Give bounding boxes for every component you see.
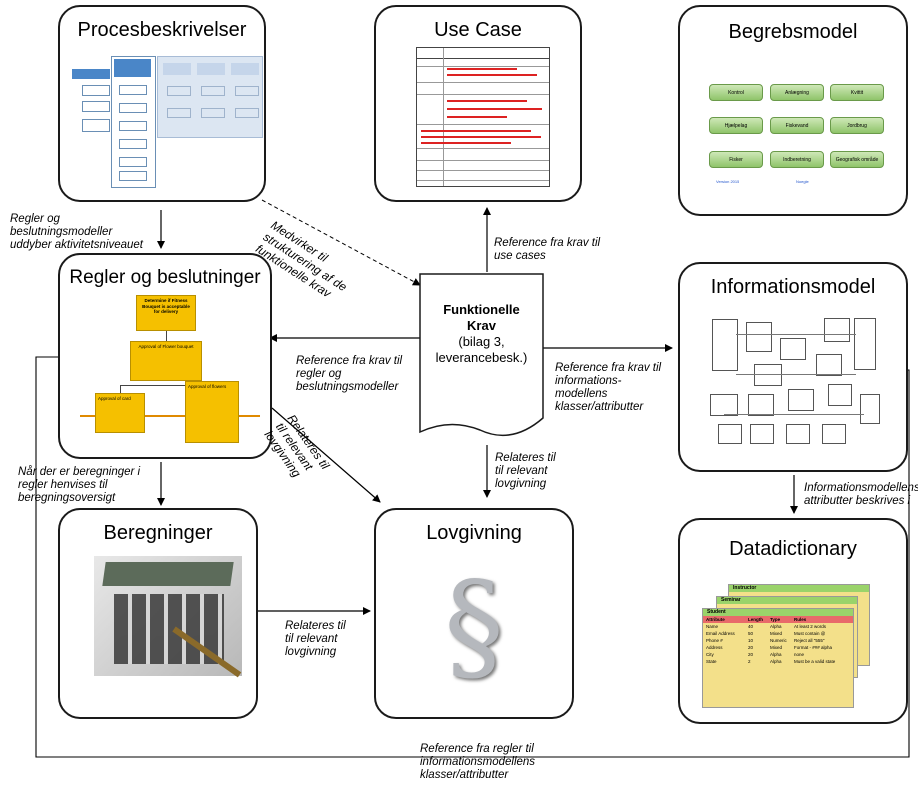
data-row: Phone # 10 Numeric Reject all "555": [703, 637, 853, 644]
begreb-link-2: Noegle: [796, 179, 809, 184]
data-cell: At least 2 words: [794, 624, 827, 629]
box-procesbeskrivelser: Procesbeskrivelser: [58, 5, 266, 202]
arrow-medvirker: [261, 199, 421, 286]
data-cell: Name: [706, 624, 719, 629]
regel-left: Approval of card: [95, 393, 145, 433]
regel-mid: Approval of Flower bouquet: [130, 341, 202, 381]
box-title: Use Case: [434, 19, 522, 41]
label-relateres-center: Relateres til til relevant lovgivning: [495, 452, 556, 490]
krav-title-1: Funktionelle: [443, 302, 520, 317]
regel-right: Approval of flowers: [185, 381, 239, 443]
begreb-link-1: Version 2015: [716, 179, 740, 184]
box-title: Regler og beslutninger: [69, 267, 261, 288]
table-student: Student: [703, 609, 853, 616]
paragraph-icon: §: [444, 557, 504, 696]
node-9: Geografisk område: [830, 151, 884, 168]
data-cell: 20: [748, 645, 754, 650]
table-instructor: Instructor: [729, 585, 869, 592]
arrow-regler-to-lov: [271, 407, 381, 503]
data-cell: 50: [748, 631, 754, 636]
data-cell: State: [706, 659, 717, 664]
regel-thumbnail: Determine if Fitness Bouquet is acceptab…: [80, 295, 265, 445]
box-title: Beregninger: [103, 522, 213, 544]
data-row: Name 40 Alpha At least 2 words: [703, 623, 853, 630]
data-cell: Reject all "555": [794, 638, 825, 643]
node-7: Fisker: [709, 151, 763, 168]
col-length: Length: [748, 617, 763, 622]
node-3: Kvittit: [830, 84, 884, 101]
calculator-image: [94, 556, 242, 678]
node-4: Hjælpelag: [709, 117, 763, 134]
label-ref-use-cases: Reference fra krav til use cases: [494, 237, 601, 262]
label-ref-regler: Reference fra krav til regler og beslutn…: [296, 355, 403, 393]
data-cell: 2: [748, 659, 751, 664]
data-cell: Alpha: [770, 624, 782, 629]
box-datadictionary: Datadictionary Instructor Seminar Studen…: [678, 518, 908, 724]
box-begrebsmodel: Begrebsmodel Kontrol Anlægning Kvittit H…: [678, 5, 908, 216]
label-ref-regler-info: Reference fra regler til informationsmod…: [420, 743, 536, 781]
krav-sub-2: leverancebesk.): [435, 350, 528, 365]
node-6: Jordbrug: [830, 117, 884, 134]
box-informationsmodel: Informationsmodel: [678, 262, 908, 472]
regel-top: Determine if Fitness Bouquet is acceptab…: [136, 295, 196, 331]
table-seminar: Seminar: [717, 597, 857, 604]
data-cell: 20: [748, 652, 754, 657]
data-row: City 20 Alpha none: [703, 651, 853, 658]
box-title: Lovgivning: [426, 522, 522, 544]
label-regler-beslut: Regler og beslutningsmodeller uddyber ak…: [10, 213, 143, 251]
usecase-thumbnail: [416, 47, 550, 187]
box-title: Datadictionary: [729, 538, 857, 560]
box-title: Procesbeskrivelser: [77, 19, 247, 41]
info-thumbnail: [704, 314, 882, 454]
process-thumbnail: [67, 51, 264, 191]
data-cell: none: [794, 652, 805, 657]
data-cell: Must be a valid state: [794, 659, 836, 664]
krav-sub-1: (bilag 3,: [458, 334, 505, 349]
data-cell: Format - ### alpha: [794, 645, 833, 650]
data-cell: Alpha: [770, 659, 782, 664]
node-2: Anlægning: [770, 84, 824, 101]
data-cell: Must contain @: [794, 631, 826, 636]
data-cell: Mixed: [770, 631, 783, 636]
data-cell: Email Address: [706, 631, 735, 636]
node-8: Indberetning: [770, 151, 824, 168]
label-naar-der: Når der er beregninger i regler henvises…: [18, 466, 141, 504]
data-cell: 40: [748, 624, 754, 629]
node-5: Fiskevand: [770, 117, 824, 134]
col-type: Type: [770, 617, 781, 622]
data-cell: 10: [748, 638, 754, 643]
box-title: Informationsmodel: [710, 276, 876, 298]
data-cell: Phone #: [706, 638, 723, 643]
box-regler: Regler og beslutninger Determine if Fitn…: [58, 253, 272, 459]
box-lovgivning: Lovgivning §: [374, 508, 574, 719]
data-cell: City: [706, 652, 714, 657]
col-attribute: Attribute: [706, 617, 725, 622]
data-row: Email Address 50 Mixed Must contain @: [703, 630, 853, 637]
data-row: State 2 Alpha Must be a valid state: [703, 658, 853, 665]
data-cell: Address: [706, 645, 723, 650]
krav-title-2: Krav: [467, 318, 496, 333]
box-beregninger: Beregninger: [58, 508, 258, 719]
data-cell: Alpha: [770, 652, 782, 657]
node-1: Kontrol: [709, 84, 763, 101]
label-info-attr: Informationsmodellens attributter beskri…: [804, 482, 918, 507]
col-rules: Rules: [794, 617, 807, 622]
box-title: Begrebsmodel: [728, 21, 858, 43]
begreb-thumbnail: Kontrol Anlægning Kvittit Hjælpelag Fisk…: [704, 79, 889, 189]
datadict-thumbnail: Instructor Seminar Student Attribute Len…: [698, 584, 894, 714]
data-cell: Mixed: [770, 645, 783, 650]
funktionelle-krav: Funktionelle Krav (bilag 3, leverancebes…: [420, 302, 543, 366]
data-row: Address 20 Mixed Format - ### alpha: [703, 644, 853, 651]
label-ref-info: Reference fra krav til informations- mod…: [555, 362, 662, 413]
box-use-case: Use Case: [374, 5, 582, 202]
label-relateres-bottom: Relateres til til relevant lovgivning: [285, 620, 346, 658]
data-cell: Numeric: [770, 638, 787, 643]
